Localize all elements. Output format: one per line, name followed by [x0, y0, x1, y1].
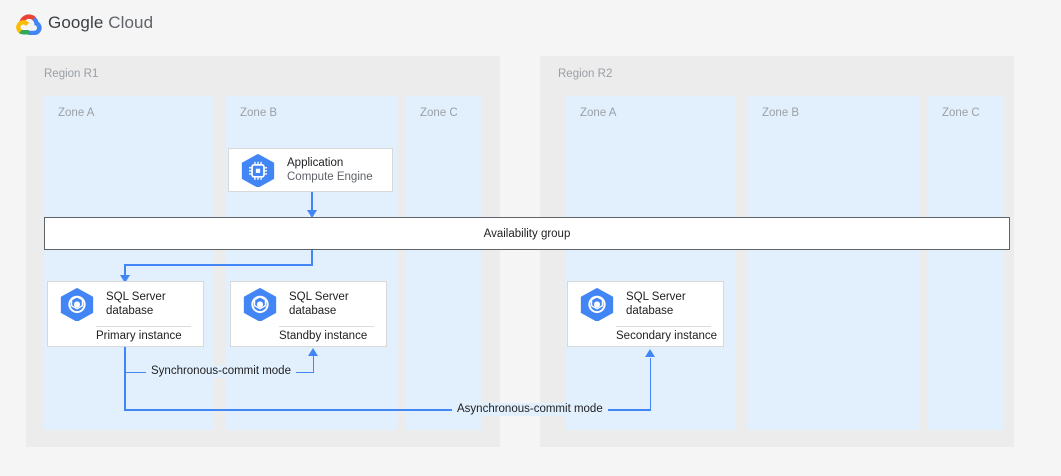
primary-database-title: SQL Server database: [106, 291, 166, 317]
zone-panel-r1-c: Zone C: [406, 96, 482, 430]
zone-label-r2-a: Zone A: [580, 107, 617, 119]
sql-server-database-icon: [243, 287, 277, 321]
standby-database-title: SQL Server database: [289, 291, 349, 317]
connector-sync-left-vertical: [124, 347, 126, 373]
secondary-database-divider: [616, 326, 711, 327]
page-header: Google Cloud: [0, 0, 1061, 44]
zone-panel-r2-c: Zone C: [928, 96, 1004, 430]
brand-cloud: Cloud: [108, 13, 154, 32]
standby-database-instance: Standby instance: [279, 330, 368, 342]
brand-wordmark: Google Cloud: [48, 13, 153, 33]
node-primary-database[interactable]: SQL Server database Primary instance: [47, 281, 204, 347]
zone-panel-r2-b: Zone B: [748, 96, 919, 430]
node-application[interactable]: Application Compute Engine: [228, 148, 393, 192]
arrowhead-app-to-availability-group: [307, 210, 317, 218]
arrowhead-sync-to-standby: [308, 348, 318, 356]
sql-server-database-icon: [60, 287, 94, 321]
application-subtitle: Compute Engine: [287, 171, 373, 183]
brand-google: Google: [48, 13, 104, 32]
region-label-r2: Region R2: [558, 68, 613, 80]
standby-database-divider: [279, 326, 374, 327]
google-cloud-logo-icon: [16, 14, 42, 35]
zone-label-r1-b: Zone B: [240, 107, 278, 119]
arrowhead-ag-to-primary: [120, 275, 130, 283]
arrowhead-async-to-secondary: [645, 349, 655, 357]
secondary-database-title: SQL Server database: [626, 291, 686, 317]
connector-async-horizontal: [124, 409, 651, 411]
zone-panel-r2-a: Zone A: [566, 96, 736, 430]
connector-async-left-vertical: [124, 371, 126, 410]
availability-group-bar[interactable]: Availability group: [44, 217, 1010, 250]
connector-label-synchronous: Synchronous-commit mode: [146, 365, 296, 378]
zone-label-r2-c: Zone C: [942, 107, 980, 119]
availability-group-label: Availability group: [483, 227, 571, 240]
application-title: Application: [287, 157, 344, 169]
primary-database-instance: Primary instance: [96, 330, 182, 342]
node-secondary-database[interactable]: SQL Server database Secondary instance: [567, 281, 724, 347]
zone-label-r1-c: Zone C: [420, 107, 458, 119]
region-label-r1: Region R1: [44, 68, 99, 80]
sql-server-database-icon: [580, 287, 614, 321]
primary-database-divider: [96, 326, 191, 327]
node-standby-database[interactable]: SQL Server database Standby instance: [230, 281, 387, 347]
secondary-database-instance: Secondary instance: [616, 330, 718, 342]
connector-ag-to-primary-vertical: [124, 264, 126, 278]
zone-label-r2-b: Zone B: [762, 107, 800, 119]
connector-app-to-availability-group: [311, 190, 313, 214]
connector-label-asynchronous: Asynchronous-commit mode: [452, 403, 608, 416]
compute-engine-icon: [241, 153, 275, 187]
connector-async-right-vertical: [649, 358, 651, 410]
zone-panel-r1-a: Zone A: [44, 96, 214, 430]
connector-sync-right-vertical: [312, 356, 314, 372]
zone-label-r1-a: Zone A: [58, 107, 95, 119]
connector-ag-down-stub: [311, 250, 313, 265]
connector-ag-to-primary-horizontal: [124, 264, 313, 266]
